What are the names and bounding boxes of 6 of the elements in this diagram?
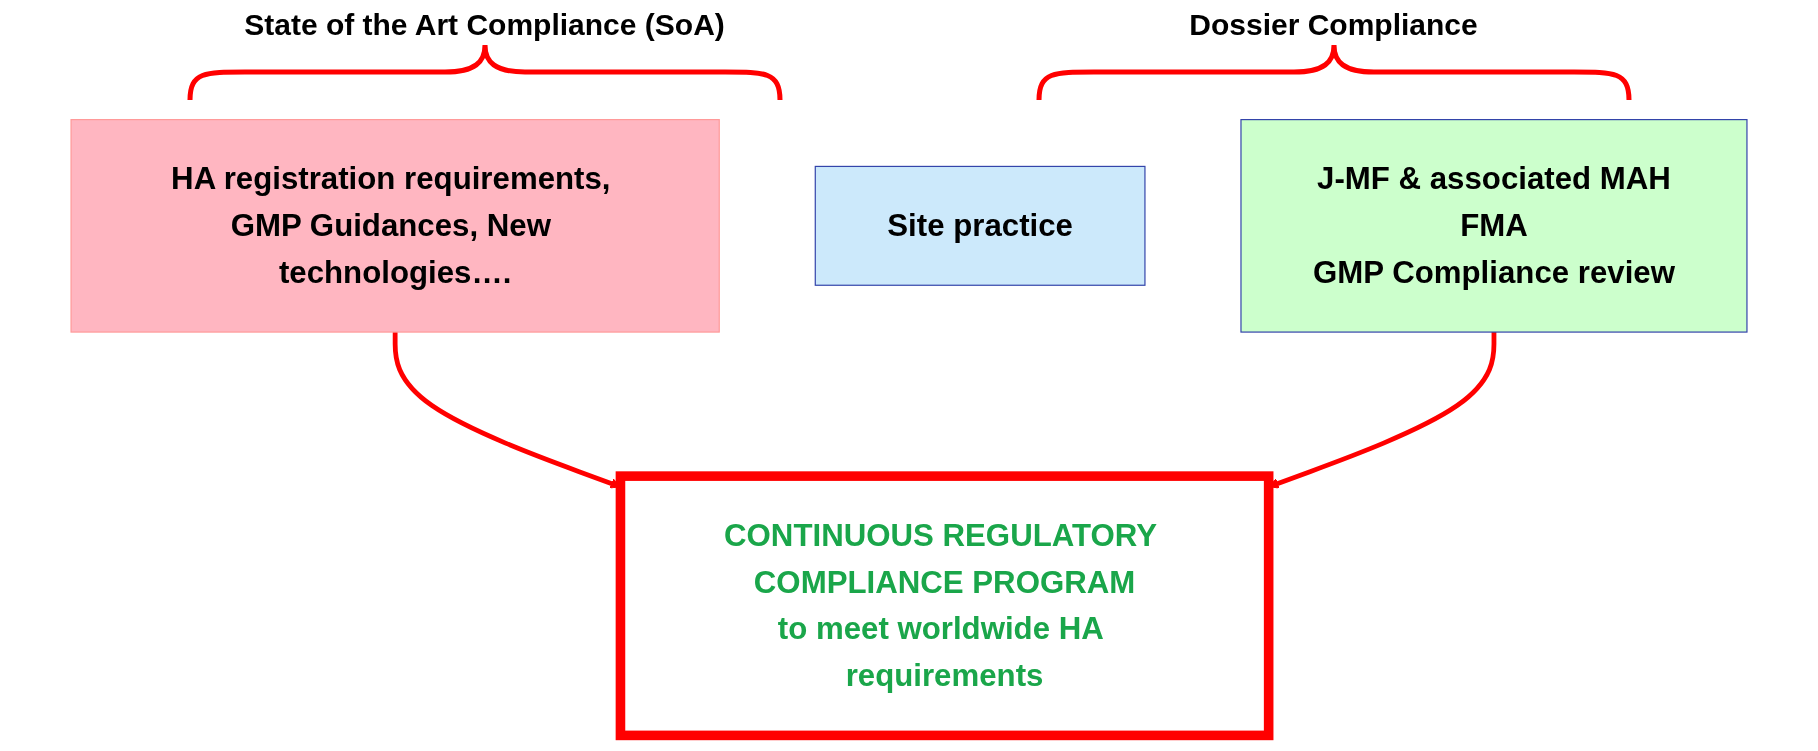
group-heading: State of the Art Compliance (SoA) — [244, 8, 725, 42]
group-heading: Dossier Compliance — [1189, 8, 1478, 42]
node-box: HA registration requirements, GMP Guidances, New technologies…. — [70, 119, 720, 333]
node-box: Site practice — [814, 165, 1146, 286]
node-box: J-MF & associated MAH FMA GMP Compliance review — [1240, 119, 1748, 333]
node-box: CONTINUOUS REGULATORY COMPLIANCE PROGRAM to meet worldwide HA requirements — [615, 471, 1274, 741]
